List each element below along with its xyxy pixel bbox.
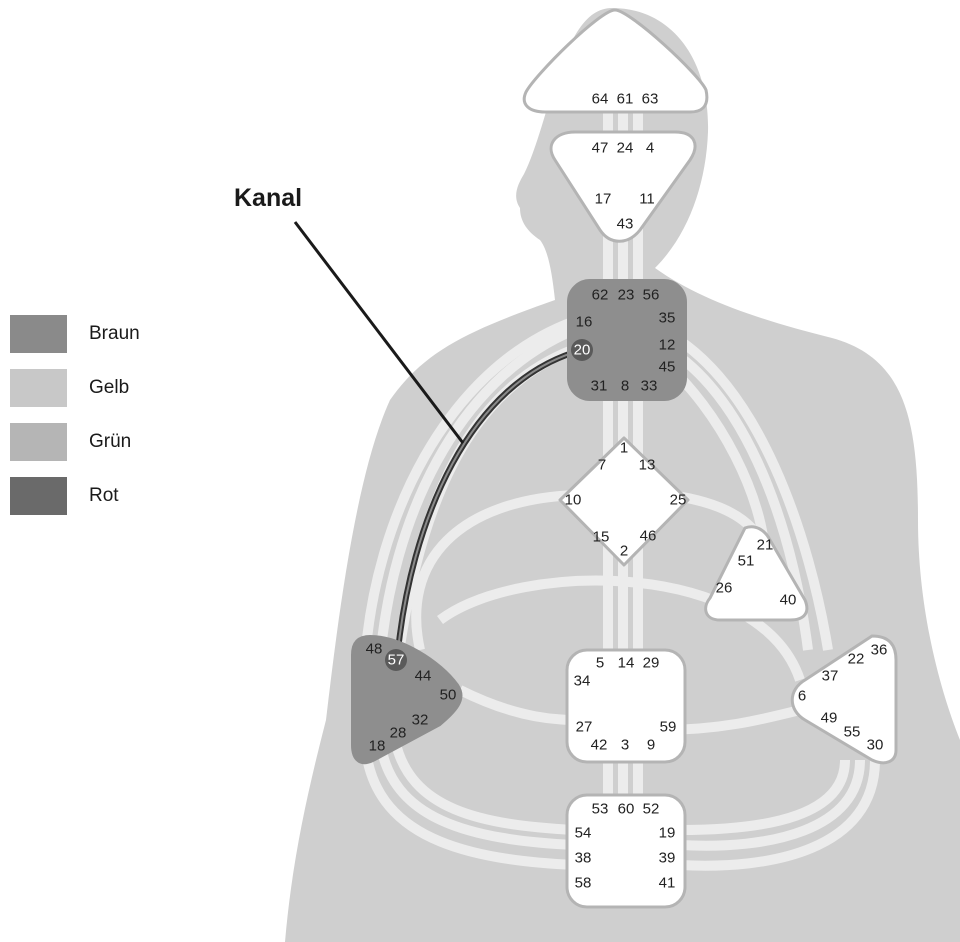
gate-20: 20 [574,342,591,359]
gate-41: 41 [659,875,676,892]
gate-54: 54 [575,825,592,842]
gate-9: 9 [647,737,655,754]
gate-15: 15 [593,529,610,546]
gate-47: 47 [592,140,609,157]
gate-61: 61 [617,91,634,108]
gate-49: 49 [821,710,838,727]
gate-16: 16 [576,314,593,331]
gate-25: 25 [670,492,687,509]
gate-22: 22 [848,651,865,668]
gate-63: 63 [642,91,659,108]
gate-14: 14 [618,655,635,672]
legend-swatch [10,423,67,461]
legend-swatch [10,369,67,407]
gate-58: 58 [575,875,592,892]
gate-51: 51 [738,553,755,570]
gate-33: 33 [641,378,658,395]
gate-13: 13 [639,457,656,474]
center-head [522,8,709,114]
gate-52: 52 [643,801,660,818]
callout-pointer [293,221,465,444]
center-g [558,436,690,567]
gate-38: 38 [575,850,592,867]
gate-37: 37 [822,668,839,685]
gate-36: 36 [871,642,888,659]
gate-34: 34 [574,673,591,690]
gate-4: 4 [646,140,654,157]
legend-item-braun: Braun [10,307,140,361]
gate-17: 17 [595,191,612,208]
gate-numbers: 64 61 63 47 24 4 17 11 43 62 23 56 16 35… [366,91,888,892]
gate-57-marker [385,649,407,671]
gate-26: 26 [716,580,733,597]
gate-20-marker [571,339,593,361]
gate-10: 10 [565,492,582,509]
gate-23: 23 [618,287,635,304]
gate-44: 44 [415,668,432,685]
legend-item-rot: Rot [10,469,140,523]
gate-53: 53 [592,801,609,818]
gate-5: 5 [596,655,604,672]
legend-label: Braun [89,323,140,344]
gate-12: 12 [659,337,676,354]
center-heart [704,525,809,622]
gate-28: 28 [390,725,407,742]
center-throat [567,279,687,401]
center-solar-plexus [790,634,898,765]
gate-46: 46 [640,528,657,545]
gate-19: 19 [659,825,676,842]
callout-label: Kanal [234,184,302,212]
gate-55: 55 [844,724,861,741]
gate-59: 59 [660,719,677,736]
gate-32: 32 [412,712,429,729]
gate-24: 24 [617,140,634,157]
center-sacral [565,648,687,764]
legend-label: Grün [89,431,132,452]
gate-62: 62 [592,287,609,304]
gate-64: 64 [592,91,609,108]
gate-2: 2 [620,543,628,560]
gate-3: 3 [621,737,629,754]
center-ajna [549,130,697,243]
gate-48: 48 [366,641,383,658]
gate-57: 57 [388,652,405,669]
gate-27: 27 [576,719,593,736]
gate-7: 7 [598,457,606,474]
legend-swatch [10,315,67,353]
gate-56: 56 [643,287,660,304]
legend-item-gelb: Gelb [10,361,140,415]
gate-42: 42 [591,737,608,754]
gate-18: 18 [369,738,386,755]
gate-31: 31 [591,378,608,395]
legend: Braun Gelb Grün Rot [10,307,140,523]
gate-43: 43 [617,216,634,233]
legend-item-gruen: Grün [10,415,140,469]
gate-11: 11 [639,191,655,208]
gate-60: 60 [618,801,635,818]
gate-50: 50 [440,687,457,704]
center-spleen [351,634,463,765]
gate-8: 8 [621,378,629,395]
center-root [565,793,687,909]
gate-39: 39 [659,850,676,867]
gate-30: 30 [867,737,884,754]
gate-21: 21 [757,537,774,554]
legend-label: Rot [89,485,119,506]
gate-1: 1 [620,440,628,457]
gate-45: 45 [659,359,676,376]
gate-6: 6 [798,688,806,705]
legend-label: Gelb [89,377,130,398]
legend-swatch [10,477,67,515]
gate-40: 40 [780,592,797,609]
gate-35: 35 [659,310,676,327]
gate-29: 29 [643,655,660,672]
